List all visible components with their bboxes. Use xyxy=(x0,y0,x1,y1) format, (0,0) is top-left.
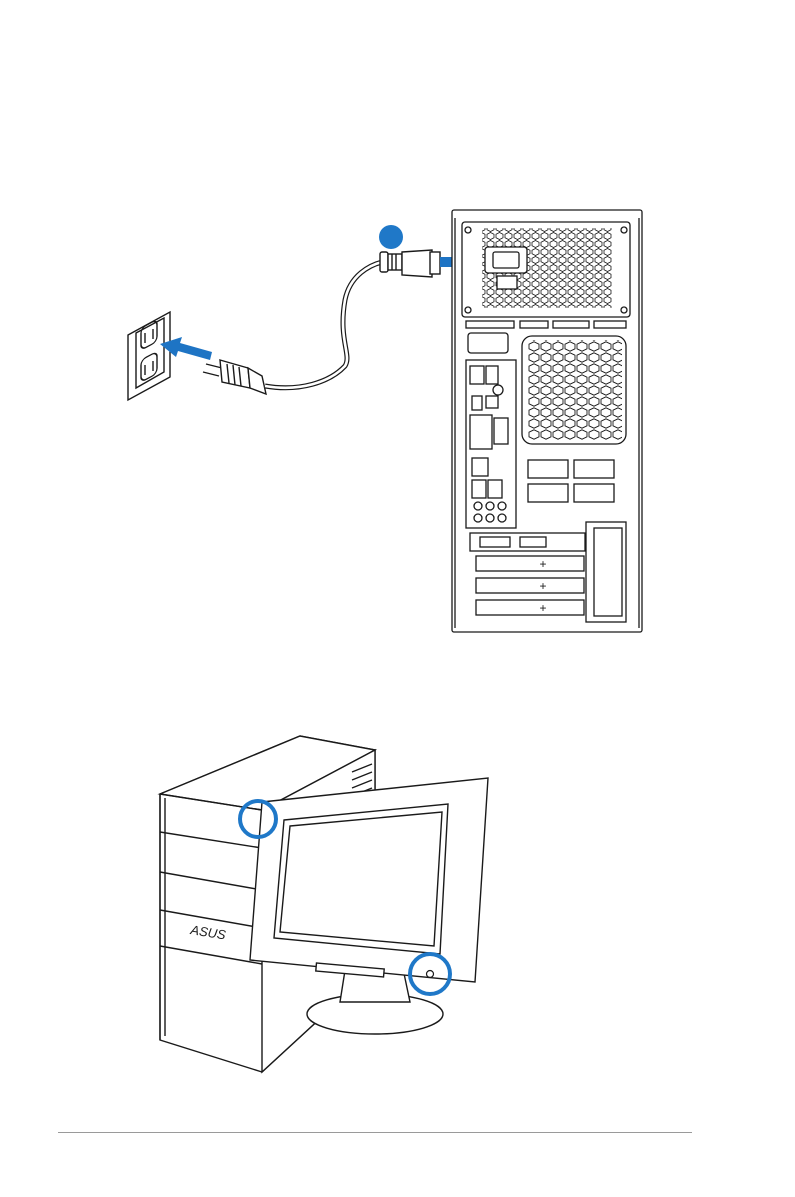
power-cable xyxy=(265,262,382,388)
svg-text:+: + xyxy=(539,557,546,571)
wall-outlet xyxy=(128,312,170,400)
computer-rear-panel: + + + xyxy=(452,210,642,632)
power-connection-figure: + + + xyxy=(0,0,795,660)
svg-text:+: + xyxy=(539,579,546,593)
power-on-figure: ASUS xyxy=(0,720,795,1120)
psu-connector xyxy=(380,250,440,277)
callout-1 xyxy=(379,225,403,249)
power-plug xyxy=(203,360,266,394)
svg-text:+: + xyxy=(539,601,546,615)
footer-rule xyxy=(58,1132,692,1133)
